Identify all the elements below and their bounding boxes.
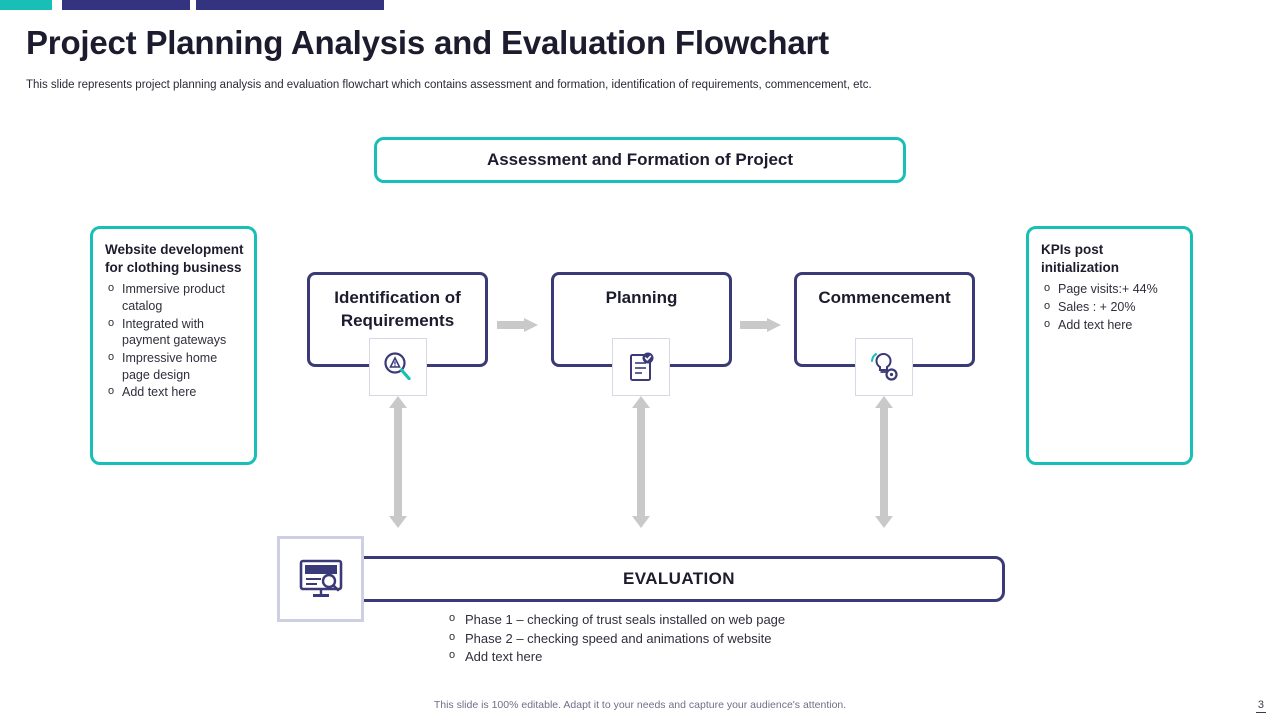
list-item: Impressive home page design [105,350,244,383]
lightbulb-gear-icon [871,353,898,381]
list-item: Phase 1 – checking of trust seals instal… [447,611,785,629]
page-title: Project Planning Analysis and Evaluation… [26,24,829,61]
top-bar-navy-long [196,0,384,10]
footer-note: This slide is 100% editable. Adapt it to… [433,699,847,711]
left-panel-website-development: Website development for clothing busines… [90,226,257,465]
monitor-search-icon [299,559,342,597]
process-box-label: Identification of Requirements [334,288,461,330]
monitor-search-icon-tile [277,536,364,622]
list-item: Integrated with payment gateways [105,316,244,349]
top-bar-navy-short [62,0,190,10]
list-item: Add text here [1041,317,1180,334]
top-bar-teal [0,0,52,10]
page-subtitle: This slide represents project planning a… [26,79,872,91]
arrow-identification-to-planning [497,318,539,332]
arrow-planning-to-commencement [740,318,782,332]
arrow-commencement-to-evaluation [875,396,893,528]
decorative-top-bars [0,0,400,10]
page-number: 3 [1255,699,1266,713]
arrow-planning-to-evaluation [632,396,650,528]
evaluation-list: Phase 1 – checking of trust seals instal… [447,611,785,667]
process-box-planning: Planning [551,272,732,367]
process-box-label: Planning [605,288,678,307]
evaluation-bar-label: EVALUATION [623,569,735,588]
checklist-document-icon [630,352,654,381]
lightbulb-gear-icon-tile [855,338,913,396]
process-box-label: Commencement [818,288,951,307]
list-item: Add text here [447,648,785,666]
assessment-banner: Assessment and Formation of Project [374,137,906,183]
evaluation-bar: EVALUATION [293,556,1005,602]
magnifier-alert-icon [384,352,411,381]
right-panel-list: Page visits:+ 44% Sales : + 20% Add text… [1041,281,1180,333]
list-item: Immersive product catalog [105,281,244,314]
right-panel-title: KPIs post initialization [1041,242,1120,276]
left-panel-list: Immersive product catalog Integrated wit… [105,281,244,400]
left-panel-title: Website development for clothing busines… [105,242,244,276]
list-item: Phase 2 – checking speed and animations … [447,630,785,648]
arrow-identification-to-evaluation [389,396,407,528]
magnifier-alert-icon-tile [369,338,427,396]
list-item: Page visits:+ 44% [1041,281,1180,298]
list-item: Sales : + 20% [1041,299,1180,316]
assessment-banner-label: Assessment and Formation of Project [486,150,794,169]
list-item: Add text here [105,384,244,401]
right-panel-kpis: KPIs post initialization Page visits:+ 4… [1026,226,1193,465]
checklist-document-icon-tile [612,338,670,396]
